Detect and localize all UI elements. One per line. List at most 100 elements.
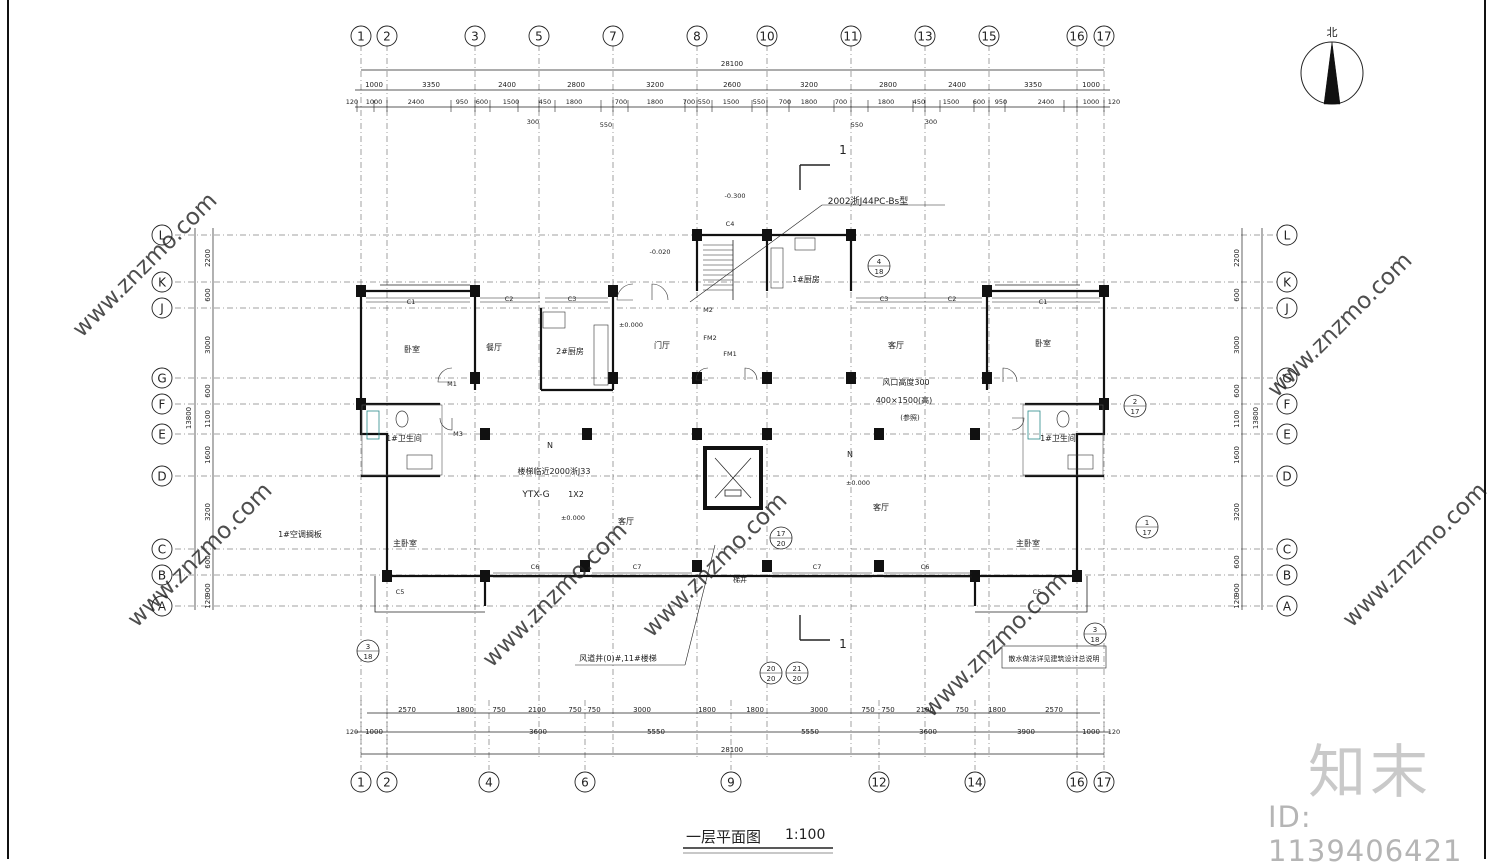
dim-top-2: 600 — [476, 98, 488, 106]
dim-top-2: 450 — [539, 98, 551, 106]
axis-top-3: 3 — [471, 30, 479, 44]
dim-bottom-1: 3000 — [810, 706, 828, 714]
annotation-stair-note: 楼梯临近2000浙J33 — [518, 466, 591, 476]
dim-bottom-1: 750 — [861, 706, 874, 714]
dim-top-2: 950 — [456, 98, 468, 106]
detail-callout-number: 2 — [1133, 398, 1137, 406]
door-label: M3 — [453, 430, 463, 438]
detail-callout-sheet: 18 — [364, 653, 373, 661]
room-label: 餐厅 — [486, 343, 502, 352]
axis-bottom-4-bubble — [478, 771, 500, 793]
leader-ref — [689, 204, 823, 303]
drawing-title: 一层平面图 — [686, 828, 762, 846]
axis-top-7-bubble — [602, 25, 624, 47]
dim-bottom-edge: 120 — [1108, 728, 1120, 736]
structural-column — [356, 285, 366, 297]
axis-right-B: B — [1283, 569, 1291, 583]
axis-bottom-16-bubble — [1066, 771, 1088, 793]
annotation-level-0: ±0.000 — [619, 321, 643, 329]
structural-column — [480, 428, 490, 440]
dim-bottom-2: 3600 — [529, 728, 547, 736]
dim-top-2: 1800 — [878, 98, 895, 106]
axis-top-3-bubble — [464, 25, 486, 47]
dim-left: 1600 — [204, 446, 212, 464]
axis-bottom-12: 12 — [871, 776, 886, 790]
dim-bottom-1: 1800 — [698, 706, 716, 714]
dim-top-2: 1800 — [801, 98, 818, 106]
detail-callout-sheet: 18 — [875, 268, 884, 276]
detail-callout-number: 3 — [1093, 626, 1097, 634]
room-label: 1#卫生间 — [1040, 433, 1076, 443]
axis-right-F: F — [1284, 398, 1291, 412]
axis-top-5-bubble — [528, 25, 550, 47]
room-label: 1#厨房 — [792, 274, 820, 284]
axis-left-E-bubble — [151, 423, 173, 445]
dim-left: 600 — [204, 555, 212, 568]
section-label-bottom: 1 — [839, 637, 847, 651]
axis-bottom-12-bubble — [868, 771, 890, 793]
bathroom-1-west-sink — [406, 454, 433, 470]
axis-right-D: D — [1282, 470, 1291, 484]
window-label: C3 — [880, 295, 889, 303]
dim-top-2: 700 — [779, 98, 791, 106]
axis-top-2: 2 — [383, 30, 391, 44]
room-label: 客厅 — [888, 340, 904, 350]
dim-top-3: 550 — [851, 121, 863, 129]
dim-top-2: 2400 — [408, 98, 425, 106]
dim-top-2: 700 — [683, 98, 695, 106]
door-swing-bath-e — [1011, 417, 1025, 431]
dim-bottom-1: 2100 — [916, 706, 934, 714]
annotation-elev-note: YTX-G — [521, 490, 549, 500]
window-label: C7 — [633, 563, 642, 571]
bathroom-1-east — [1022, 404, 1104, 476]
dim-top-3: 550 — [600, 121, 612, 129]
dim-left: 600 — [204, 288, 212, 301]
structural-column — [846, 372, 856, 384]
dim-right: 1100 — [1233, 410, 1241, 428]
dim-right: 1600 — [1233, 446, 1241, 464]
structural-column — [608, 285, 618, 297]
dim-top-2: 950 — [995, 98, 1007, 106]
axis-left-G: G — [157, 372, 166, 386]
axis-bottom-17-bubble — [1093, 771, 1115, 793]
axis-top-15-bubble — [978, 25, 1000, 47]
axis-top-13-bubble — [914, 25, 936, 47]
bathroom-1-west-toilet — [395, 410, 409, 428]
dim-bottom-1: 750 — [955, 706, 968, 714]
dim-top-2: 1500 — [503, 98, 520, 106]
window-label: C3 — [568, 295, 577, 303]
annotation-vent-detail: 风口高度300 — [882, 377, 929, 387]
dim-bottom-1: 750 — [568, 706, 581, 714]
detail-callout-sheet: 17 — [1131, 408, 1140, 416]
dim-right: 600 — [1233, 384, 1241, 397]
balcony-s-w — [374, 576, 485, 613]
window-label: C1 — [407, 298, 416, 306]
axis-top-16: 16 — [1069, 30, 1084, 44]
dim-top-1: 1000 — [365, 81, 383, 89]
axis-top-11-bubble — [840, 25, 862, 47]
axis-right-G-bubble — [1276, 367, 1298, 389]
watermark-site: www.znzmo.com — [68, 188, 223, 343]
detail-callout-sheet: 20 — [767, 675, 776, 683]
axis-right-E: E — [1283, 428, 1291, 442]
dim-top-2: 700 — [615, 98, 627, 106]
axis-left-E: E — [158, 428, 166, 442]
structural-column — [580, 560, 590, 572]
door-swing-entry-2 — [651, 283, 669, 301]
axis-bottom-6: 6 — [581, 776, 589, 790]
axis-top-1-bubble — [350, 25, 372, 47]
door-label: M2 — [703, 306, 713, 314]
axis-bottom-4: 4 — [485, 776, 493, 790]
dim-left: 3200 — [204, 503, 212, 521]
axis-left-D: D — [157, 470, 166, 484]
axis-top-17-bubble — [1093, 25, 1115, 47]
room-label: 门厅 — [654, 340, 670, 350]
structural-column — [692, 428, 702, 440]
axis-top-11: 11 — [843, 30, 858, 44]
detail-callout-number: 20 — [767, 665, 776, 673]
dim-top-1: 3350 — [422, 81, 440, 89]
structural-column — [762, 428, 772, 440]
structural-column — [480, 570, 490, 582]
window-label: C5 — [396, 588, 405, 596]
